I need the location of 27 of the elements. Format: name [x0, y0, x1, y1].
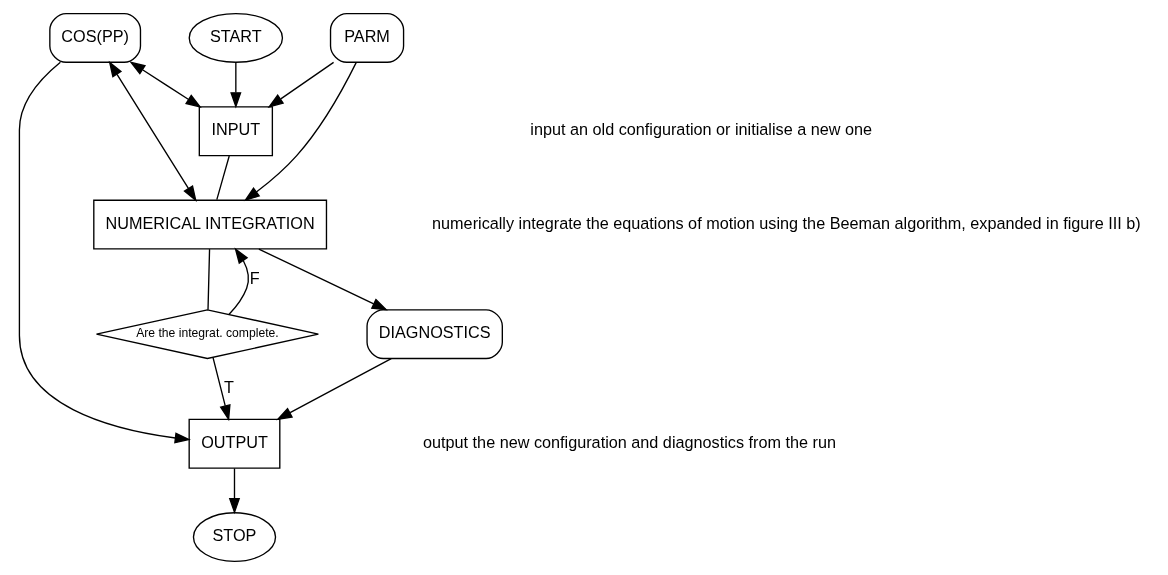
node-box: COS(PP): [48, 12, 141, 63]
arrow: [128, 61, 202, 108]
node-ellipse: STOP: [192, 512, 276, 563]
label: numerically integrate the equations of motion using the Beeman algorithm, expanded in figure III b): [431, 213, 1141, 232]
node-diamond: Are the integrat. complete.: [95, 309, 319, 360]
node-box: NUMERICAL INTEGRATION: [92, 199, 327, 250]
node-box: INPUT: [198, 106, 273, 157]
label: output the new configuration and diagnostics from the run: [422, 432, 836, 451]
arrow: [243, 61, 357, 202]
edge-label: T: [223, 378, 234, 397]
arrow: [211, 357, 231, 422]
edge-label: F: [249, 268, 260, 287]
connector: [206, 248, 210, 311]
arrow: [275, 358, 392, 421]
arrow: [229, 61, 242, 109]
node-box: OUTPUT: [188, 418, 280, 469]
label: input an old configuration or initialise a new one: [529, 120, 872, 139]
node-ellipse: START: [188, 12, 283, 63]
arrow: [18, 61, 191, 444]
arrow: [227, 247, 249, 316]
node-box: PARM: [329, 12, 404, 63]
node-box: DIAGNOSTICS: [365, 309, 503, 360]
arrow: [257, 248, 388, 311]
arrow: [228, 467, 240, 515]
connector: [215, 155, 230, 201]
arrow: [267, 61, 334, 108]
arrow: [108, 60, 197, 202]
